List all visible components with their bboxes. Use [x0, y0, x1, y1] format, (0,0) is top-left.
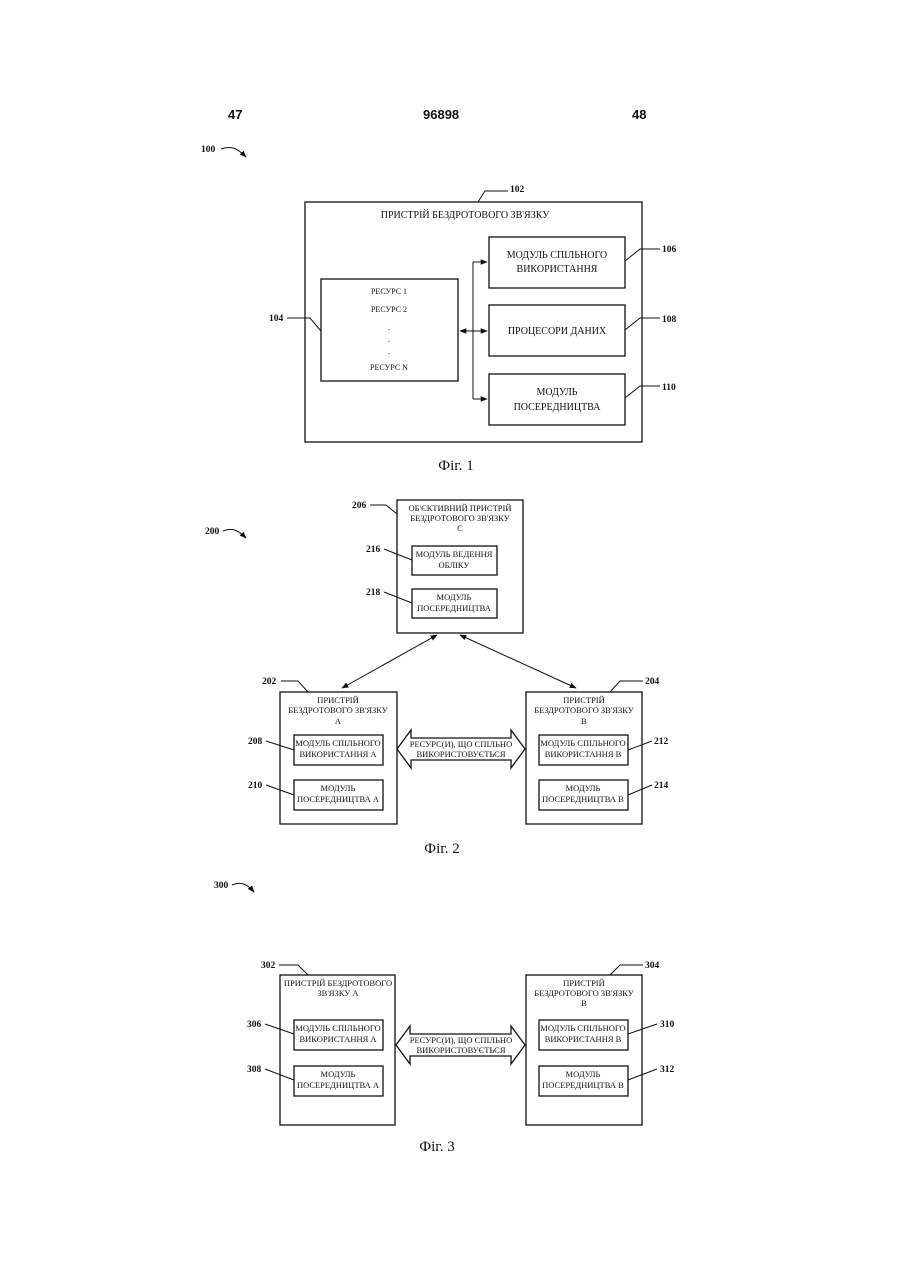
ref-110: 110	[662, 383, 676, 393]
device-a-line3: А	[335, 716, 342, 726]
ref-206: 206	[352, 501, 367, 511]
ref-104-leader	[287, 318, 321, 331]
target-device-line3: С	[457, 523, 463, 533]
ref-202: 202	[262, 677, 277, 687]
ref-104: 104	[269, 314, 284, 324]
fig3-device-a-line1: ПРИСТРІЙ БЕЗДРОТОВОГО	[284, 978, 392, 988]
ref-216: 216	[366, 545, 381, 555]
ref-102-leader	[478, 191, 508, 202]
fig3-sharing-b-line2: ВИКОРИСТАННЯ В	[545, 1034, 622, 1044]
ref-310: 310	[660, 1020, 675, 1030]
figure-2: 200 ОБ'ЄКТИВНИЙ ПРИСТРІЙ БЕЗДРОТОВОГО ЗВ…	[205, 500, 669, 857]
sharing-a-line2: ВИКОРИСТАННЯ А	[299, 749, 377, 759]
fig3-sharing-b-line1: МОДУЛЬ СПІЛЬНОГО	[540, 1023, 625, 1033]
ref-208: 208	[248, 737, 263, 747]
device-a-line2: БЕЗДРОТОВОГО ЗВ'ЯЗКУ	[288, 705, 389, 715]
fig3-broker-a-line2: ПОСЕРЕДНИЦТВА А	[297, 1080, 380, 1090]
fig3-shared-resources-line2: ВИКОРИСТОВУЄТЬСЯ	[417, 1045, 506, 1055]
ref-202-leader	[281, 681, 308, 692]
broker-module-line1: МОДУЛЬ	[536, 387, 577, 398]
ref-212-leader	[628, 741, 652, 750]
broker-a-line1: МОДУЛЬ	[321, 783, 356, 793]
fig1-caption: Фіг. 1	[438, 458, 473, 474]
sharing-module-line2: ВИКОРИСТАННЯ	[517, 264, 598, 275]
sharing-b-line2: ВИКОРИСТАННЯ В	[545, 749, 622, 759]
ref-206-leader	[370, 505, 397, 514]
fig3-device-b-line3: В	[581, 998, 587, 1008]
fig2-ref-arrow	[223, 529, 246, 538]
sharing-a-line1: МОДУЛЬ СПІЛЬНОГО	[295, 738, 380, 748]
wireless-device-title: ПРИСТРІЙ БЕЗДРОТОВОГО ЗВ'ЯЗКУ	[381, 209, 550, 221]
device-b-line1: ПРИСТРІЙ	[563, 695, 605, 705]
target-to-b-arrow	[460, 635, 576, 688]
figure-3: 300 ПРИСТРІЙ БЕЗДРОТОВОГО ЗВ'ЯЗКУ А 302 …	[214, 881, 675, 1155]
ref-212: 212	[654, 737, 669, 747]
sharing-module-line1: МОДУЛЬ СПІЛЬНОГО	[507, 250, 607, 261]
sharing-module-box	[489, 237, 625, 288]
ref-304-leader	[610, 965, 643, 975]
fig3-ref-arrow	[232, 883, 254, 892]
fig3-broker-b-line1: МОДУЛЬ	[566, 1069, 601, 1079]
ref-210: 210	[248, 781, 263, 791]
figure-1: 100 ПРИСТРІЙ БЕЗДРОТОВОГО ЗВ'ЯЗКУ 102 РЕ…	[201, 145, 677, 474]
resource-ellipsis-1: .	[388, 323, 390, 332]
broker-a-line2: ПОСЕРЕДНИЦТВА А	[297, 794, 380, 804]
resource-ellipsis-2: .	[388, 335, 390, 344]
accounting-line1: МОДУЛЬ ВЕДЕННЯ	[416, 549, 493, 559]
ref-204-leader	[610, 681, 643, 692]
target-to-a-arrow	[342, 635, 437, 688]
target-device-line2: БЕЗДРОТОВОГО ЗВ'ЯЗКУ	[410, 513, 511, 523]
fig3-caption: Фіг. 3	[419, 1139, 454, 1155]
resource-ellipsis-3: .	[388, 347, 390, 356]
device-b-line2: БЕЗДРОТОВОГО ЗВ'ЯЗКУ	[534, 705, 635, 715]
fig3-broker-a-line1: МОДУЛЬ	[321, 1069, 356, 1079]
ref-306: 306	[247, 1020, 262, 1030]
fig3-shared-resources-line1: РЕСУРС(И), ЩО СПІЛЬНО	[410, 1035, 512, 1045]
target-broker-line2: ПОСЕРЕДНИЦТВА	[417, 603, 492, 613]
fig3-sharing-a-line2: ВИКОРИСТАННЯ А	[299, 1034, 377, 1044]
broker-module-line2: ПОСЕРЕДНИЦТВА	[514, 402, 602, 413]
resource-1: РЕСУРС 1	[371, 287, 407, 296]
ref-204: 204	[645, 677, 660, 687]
target-device-line1: ОБ'ЄКТИВНИЙ ПРИСТРІЙ	[409, 503, 512, 513]
ref-216-leader	[384, 549, 412, 560]
ref-302: 302	[261, 961, 276, 971]
fig1-ref-arrow	[221, 147, 246, 157]
device-b-line3: В	[581, 716, 587, 726]
ref-102: 102	[510, 185, 525, 195]
fig3-device-a-line2: ЗВ'ЯЗКУ А	[317, 988, 359, 998]
ref-308: 308	[247, 1065, 262, 1075]
fig1-ref-100: 100	[201, 145, 216, 155]
ref-304: 304	[645, 961, 660, 971]
ref-302-leader	[279, 965, 308, 975]
ref-108: 108	[662, 315, 677, 325]
resource-n: РЕСУРС N	[370, 363, 408, 372]
sharing-b-line1: МОДУЛЬ СПІЛЬНОГО	[540, 738, 625, 748]
broker-b-line1: МОДУЛЬ	[566, 783, 601, 793]
fig3-device-b-line1: ПРИСТРІЙ	[563, 978, 605, 988]
device-a-line1: ПРИСТРІЙ	[317, 695, 359, 705]
fig2-ref-200: 200	[205, 527, 220, 537]
fig3-broker-b-line2: ПОСЕРЕДНИЦТВА В	[542, 1080, 624, 1090]
fig3-device-b-line2: БЕЗДРОТОВОГО ЗВ'ЯЗКУ	[534, 988, 635, 998]
ref-312: 312	[660, 1065, 675, 1075]
shared-resources-line2: ВИКОРИСТОВУЄТЬСЯ	[417, 749, 506, 759]
ref-106: 106	[662, 245, 677, 255]
broker-b-line2: ПОСЕРЕДНИЦТВА В	[542, 794, 624, 804]
broker-module-box	[489, 374, 625, 425]
resource-2: РЕСУРС 2	[371, 305, 407, 314]
accounting-line2: ОБЛІКУ	[439, 560, 471, 570]
ref-214-leader	[628, 785, 652, 795]
fig3-ref-300: 300	[214, 881, 229, 891]
data-processors-label: ПРОЦЕСОРИ ДАНИХ	[508, 326, 607, 337]
target-broker-line1: МОДУЛЬ	[437, 592, 472, 602]
shared-resources-line1: РЕСУРС(И), ЩО СПІЛЬНО	[410, 739, 512, 749]
ref-218-leader	[384, 592, 412, 603]
fig2-caption: Фіг. 2	[424, 841, 459, 857]
ref-214: 214	[654, 781, 669, 791]
fig3-sharing-a-line1: МОДУЛЬ СПІЛЬНОГО	[295, 1023, 380, 1033]
ref-218: 218	[366, 588, 381, 598]
